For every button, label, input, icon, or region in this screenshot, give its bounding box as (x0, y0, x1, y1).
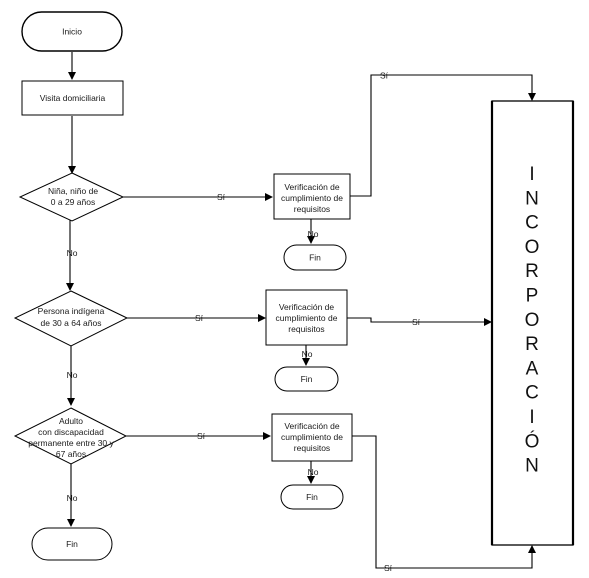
end-terminator-2: Fin (274, 366, 339, 392)
yes-label-verify-2: Sí (412, 317, 421, 327)
incorporation-letter: Ó (525, 430, 540, 452)
decision-2-line-2: de 30 a 64 años (41, 318, 102, 328)
decision-3-line-3: permanente entre 30 y (28, 438, 114, 448)
incorporation-letter: I (529, 407, 534, 428)
end-3-label: Fin (306, 492, 318, 502)
home-visit-label: Visita domiciliaria (40, 93, 106, 103)
verification-box-3: Verificación de cumplimiento de requisit… (271, 413, 353, 462)
start-terminator: Inicio (21, 11, 123, 52)
no-label-verify-3: No (308, 467, 319, 477)
decision-1-line-2: 0 a 29 años (51, 197, 95, 207)
yes-label-decision-2: Sí (195, 313, 204, 323)
end-2-label: Fin (301, 374, 313, 384)
end-terminator-1: Fin (283, 244, 347, 271)
no-label-decision-2: No (67, 370, 78, 380)
incorporation-letter: O (525, 237, 540, 258)
branch-labels: Sí Sí No No Sí Sí No No Sí No No Sí (67, 71, 421, 574)
decision-children: Niña, niño de 0 a 29 años (18, 172, 125, 222)
end-terminator-3: Fin (280, 484, 344, 510)
no-label-verify-1: No (308, 229, 319, 239)
incorporation-letter: C (525, 213, 539, 234)
decision-3-line-4: 67 años (56, 449, 86, 459)
incorporation-letter: C (525, 383, 539, 404)
verification-2-line-3: requisitos (288, 324, 324, 334)
verification-box-2: Verificación de cumplimiento de requisit… (265, 289, 348, 346)
decision-indigenous: Persona indígena de 30 a 64 años (13, 290, 129, 347)
verification-box-1: Verificación de cumplimiento de requisit… (273, 173, 351, 220)
incorporation-letter: I (529, 164, 534, 185)
verification-2-line-1: Verificación de (279, 302, 335, 312)
incorporation-letter: N (525, 188, 539, 209)
incorporation-letter: N (525, 456, 539, 477)
incorporation-letter: P (526, 286, 539, 307)
decision-3-line-1: Adulto (59, 416, 83, 426)
decision-disability: Adulto con discapacidad permanente entre… (13, 407, 128, 465)
verification-3-line-1: Verificación de (284, 421, 340, 431)
decision-2-line-1: Persona indígena (38, 306, 105, 316)
decision-1-line-1: Niña, niño de (48, 186, 98, 196)
home-visit-process: Visita domiciliaria (21, 80, 124, 116)
yes-label-decision-1: Sí (217, 192, 226, 202)
no-label-decision-1: No (67, 248, 78, 258)
arrow-verify-2-yes (347, 317, 492, 326)
incorporation-letter: A (526, 358, 539, 379)
yes-label-verify-1: Sí (380, 71, 389, 81)
incorporation-letter: R (525, 261, 539, 282)
incorporation-letter: R (525, 334, 539, 355)
end-terminator-main: Fin (31, 527, 113, 561)
verification-2-line-2: cumplimiento de (276, 313, 338, 323)
yes-label-verify-3: Sí (384, 563, 393, 573)
incorporation-letter: O (525, 310, 540, 331)
yes-label-decision-3: Sí (197, 431, 206, 441)
no-label-verify-2: No (302, 349, 313, 359)
verification-1-line-1: Verificación de (284, 182, 340, 192)
end-1-label: Fin (309, 253, 321, 263)
arrow-verify-3-yes (352, 435, 536, 569)
start-label: Inicio (62, 27, 82, 37)
verification-1-line-2: cumplimiento de (281, 193, 343, 203)
decision-3-line-2: con discapacidad (38, 427, 104, 437)
arrow-verify-1-yes (350, 74, 536, 197)
verification-3-line-3: requisitos (294, 443, 330, 453)
no-label-decision-3: No (67, 493, 78, 503)
verification-3-line-2: cumplimiento de (281, 432, 343, 442)
connectors (66, 52, 536, 569)
verification-1-line-3: requisitos (294, 204, 330, 214)
end-main-label: Fin (66, 539, 78, 549)
